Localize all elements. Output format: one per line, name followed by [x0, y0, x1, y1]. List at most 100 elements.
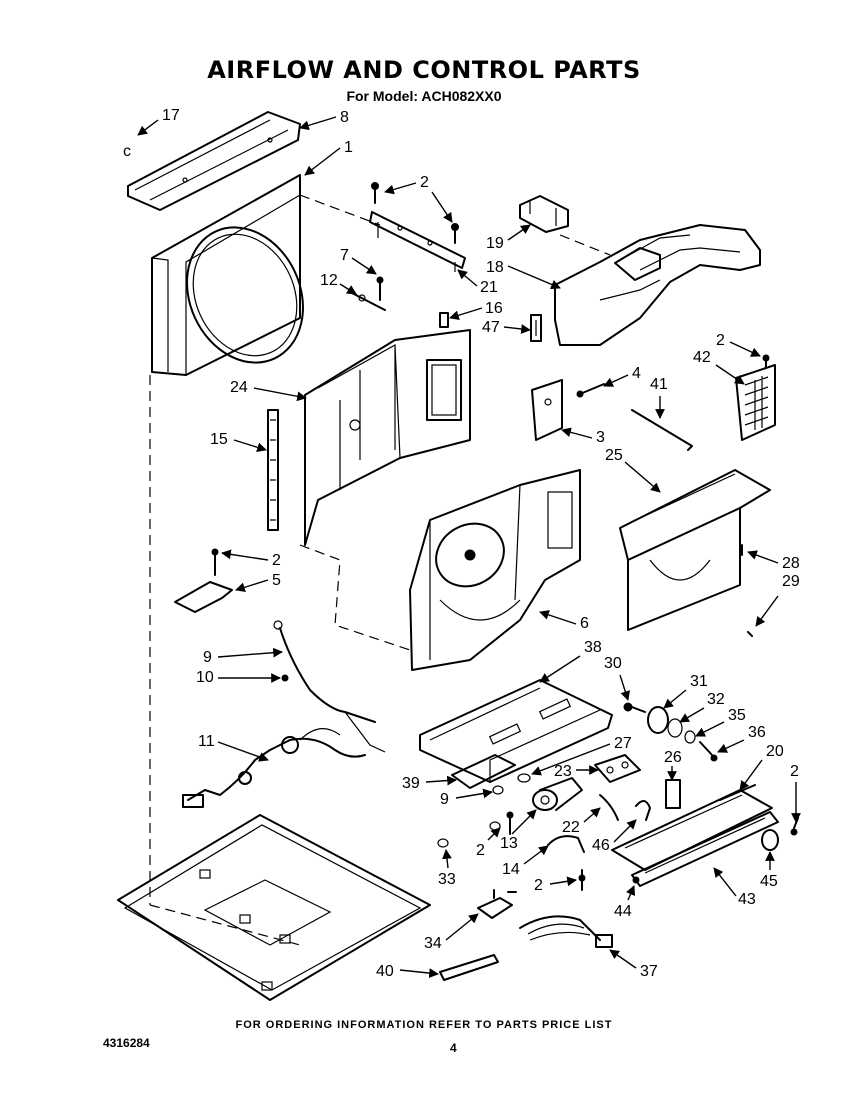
- part-9-10-wiring: [273, 620, 386, 753]
- svg-text:c: c: [123, 143, 131, 160]
- part-41-rod: [631, 409, 693, 451]
- part-34-thermostat: [477, 889, 517, 919]
- callout-7: 7: [340, 247, 377, 275]
- part-25-shroud: [619, 469, 771, 631]
- callout-8: 8: [299, 109, 349, 131]
- callout-11: 11: [198, 733, 269, 762]
- callout-label: 15: [210, 431, 228, 448]
- part-12-clip: [349, 276, 386, 311]
- part-8-top-rail: [127, 111, 301, 211]
- part-18-air-duct: [554, 224, 761, 346]
- part-6-blower-housing: [409, 469, 581, 671]
- callout-label: 2: [534, 877, 543, 894]
- callout-1: 1: [304, 139, 353, 176]
- callout-label: 25: [605, 447, 623, 464]
- part-11-power-cord: [182, 728, 366, 808]
- callout-44: 44: [614, 885, 636, 920]
- part-19-clip: [519, 195, 569, 233]
- callout-2c: 2: [221, 549, 281, 569]
- callout-32: 32: [679, 691, 725, 723]
- callout-label: 28: [782, 555, 800, 572]
- model-subtitle: For Model: ACH082XX0: [346, 88, 502, 104]
- callout-label: 4: [632, 365, 641, 382]
- callout-label: 2: [716, 332, 725, 349]
- part-39-plate: [451, 754, 516, 789]
- document-number: 4316284: [103, 1036, 150, 1050]
- callout-label: 47: [482, 319, 500, 336]
- part-20-tray: [611, 784, 773, 871]
- part-46-clip: [635, 800, 651, 821]
- callout-23: 23: [554, 763, 599, 780]
- part-5-bracket: [174, 548, 233, 613]
- callout-label: 31: [690, 673, 708, 690]
- callout-21: 21: [457, 269, 498, 296]
- part-43-44-rail: [631, 811, 779, 887]
- part-27-clip: [517, 773, 531, 783]
- callout-label: 26: [664, 749, 682, 766]
- part-13-capacitor: [532, 777, 583, 811]
- callout-label: 19: [486, 235, 504, 252]
- callout-30: 30: [604, 655, 630, 701]
- callout-label: 2: [790, 763, 799, 780]
- callout-label: 27: [614, 735, 632, 752]
- callout-label: 36: [748, 724, 766, 741]
- callout-46: 46: [592, 819, 637, 854]
- callout-5: 5: [235, 572, 281, 593]
- callout-label: 13: [500, 835, 518, 852]
- callout-label: 23: [554, 763, 572, 780]
- callout-label: 35: [728, 707, 746, 724]
- callout-40: 40: [376, 963, 439, 980]
- callout-24: 24: [230, 379, 307, 402]
- callout-14: 14: [502, 845, 549, 878]
- callout-label: 42: [693, 349, 711, 366]
- part-37-wire-harness: [519, 915, 613, 948]
- callout-6: 6: [539, 610, 589, 632]
- callout-33: 33: [438, 849, 456, 888]
- callout-39: 39: [402, 775, 457, 792]
- callout-45: 45: [760, 851, 778, 890]
- callout-label: 2: [476, 842, 485, 859]
- part-15-seal-strip: [267, 409, 279, 531]
- callout-22: 22: [562, 807, 601, 836]
- ordering-note: FOR ORDERING INFORMATION REFER TO PARTS …: [235, 1019, 613, 1031]
- part-3-control-bracket: [531, 379, 563, 441]
- callout-12: 12: [320, 272, 357, 295]
- callout-47: 47: [482, 319, 531, 336]
- page-title: AIRFLOW AND CONTROL PARTS: [207, 56, 641, 84]
- part-23-switch: [594, 754, 641, 783]
- parts-30-36-knob-stack: [623, 702, 718, 762]
- callout-label: 12: [320, 272, 338, 289]
- callout-label: 40: [376, 963, 394, 980]
- callout-label: 7: [340, 247, 349, 264]
- callout-label: 38: [584, 639, 602, 656]
- callout-10: 10: [196, 669, 281, 686]
- callout-label: 22: [562, 819, 580, 836]
- callout-label: 34: [424, 935, 442, 952]
- part-4-screw: [576, 383, 605, 398]
- callout-29: 29: [755, 573, 800, 627]
- callout-27: 27: [531, 735, 632, 776]
- callout-37: 37: [609, 949, 658, 980]
- callout-label: 44: [614, 903, 632, 920]
- callout-19: 19: [486, 224, 531, 252]
- part-42-filter: [735, 354, 776, 441]
- callout-label: 9: [440, 791, 449, 808]
- callout-18: 18: [486, 259, 561, 290]
- screw-2-a: [371, 182, 459, 244]
- callout-41: 41: [650, 376, 668, 419]
- callout-31: 31: [663, 673, 708, 709]
- callout-34: 34: [424, 913, 479, 952]
- callout-16: 16: [449, 300, 503, 321]
- callout-43: 43: [713, 867, 756, 908]
- base-pan: [117, 814, 431, 1001]
- callout-36: 36: [717, 724, 766, 753]
- callout-2a: 2: [384, 174, 453, 223]
- callout-label: 33: [438, 871, 456, 888]
- part-14-strap: [547, 835, 585, 853]
- callout-label: 45: [760, 873, 778, 890]
- part-26-bracket: [665, 779, 681, 809]
- callout-label: 8: [340, 109, 349, 126]
- callout-15: 15: [210, 431, 267, 453]
- callout-42: 42: [693, 349, 745, 385]
